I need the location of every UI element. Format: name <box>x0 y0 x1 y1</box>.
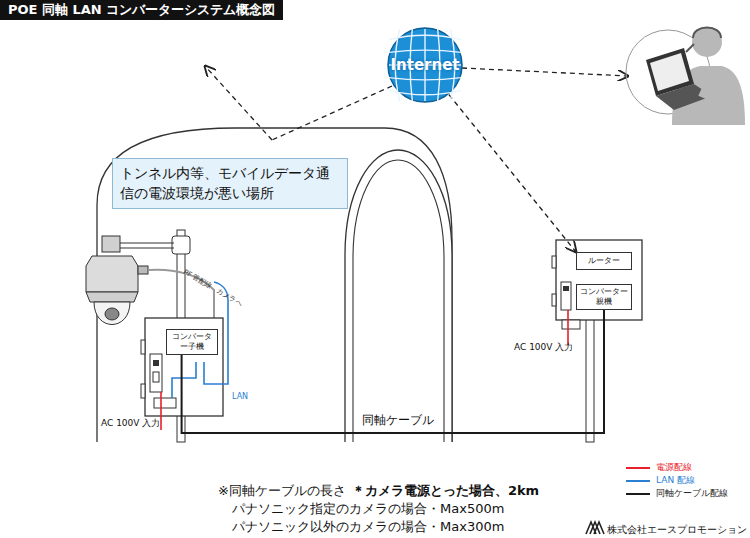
node-text: コンバーター親機 <box>579 287 629 307</box>
breaker-switch <box>153 360 159 366</box>
label: 株式会社エースプロモーション <box>607 524 747 536</box>
wireless-dash <box>205 66 272 140</box>
title-bar: POE 同軸 LAN コンバーターシステム概念図 <box>0 0 283 20</box>
label: ＊カメラ電源とった場合、2km <box>352 484 539 499</box>
label: AC 100V 入力 <box>101 418 160 428</box>
remote-user <box>626 27 745 125</box>
node-text: コンバーター子機 <box>169 332 215 352</box>
label: AC 100V 入力 <box>514 342 573 352</box>
legend-swatch <box>626 493 650 495</box>
legend-swatch <box>626 467 650 469</box>
node-box: コンバーター親機 <box>576 284 632 310</box>
internet-globe: Internet <box>387 27 463 103</box>
power-wire <box>567 310 569 345</box>
pf-pipe <box>148 270 214 320</box>
network-link <box>449 95 576 252</box>
coax-cable <box>182 310 604 433</box>
node-text: Internet <box>390 56 459 74</box>
enclosure <box>556 240 642 320</box>
edge-label: 同軸ケーブル <box>360 414 436 428</box>
lan-wire <box>172 362 196 398</box>
wireless-dash <box>272 86 392 140</box>
power-wire <box>160 392 162 430</box>
node-text: トンネル内等、モバイルデータ通信の電波環境が悪い場所 <box>120 163 340 204</box>
breaker-switch <box>563 286 569 291</box>
hinge <box>552 256 556 268</box>
tunnel-arch <box>345 150 452 442</box>
tunnel-arch-inner <box>353 160 444 442</box>
hinge <box>141 384 145 398</box>
node-box: トンネル内等、モバイルデータ通信の電波環境が悪い場所 <box>112 158 348 209</box>
outlet <box>153 372 159 382</box>
enclosure <box>145 318 223 416</box>
legend-text: 電源配線 <box>656 462 692 472</box>
pole-clamp <box>172 236 190 254</box>
tunnel-outline <box>97 128 452 442</box>
legend-swatch <box>626 480 650 482</box>
label: パナソニック以外のカメラの場合・Max300m <box>232 520 504 535</box>
camera-arm <box>112 243 174 248</box>
terminal <box>154 398 176 408</box>
node-text: ルーター <box>579 256 629 266</box>
legend-text: LAN 配線 <box>656 475 695 485</box>
node-box: ルーター <box>576 252 632 270</box>
legend-text: 同軸ケーブル配線 <box>656 488 728 498</box>
wireless-dash <box>462 68 628 76</box>
title: POE 同軸 LAN コンバーターシステム概念図 <box>8 0 275 20</box>
node-box: コンバーター子機 <box>166 329 218 355</box>
breaker <box>561 282 571 310</box>
label: ※同軸ケーブルの長さ <box>218 484 346 499</box>
company-logo <box>586 522 604 534</box>
pole <box>586 318 594 442</box>
dome-camera <box>86 236 148 325</box>
hinge <box>141 340 145 354</box>
breaker <box>150 354 162 392</box>
label: PF 管配線 カメラへ <box>182 268 244 308</box>
terminal <box>562 320 580 329</box>
label: パナソニック指定のカメラの場合・Max500m <box>232 502 504 517</box>
hinge <box>552 294 556 306</box>
label: LAN <box>232 392 248 401</box>
